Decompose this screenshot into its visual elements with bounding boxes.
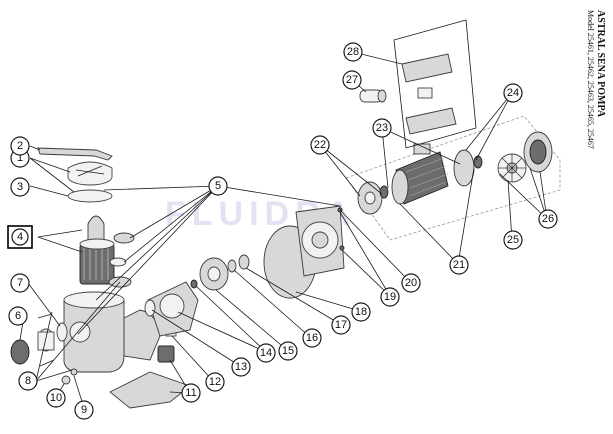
- part-diffuser-oring: [144, 299, 156, 317]
- callout-6: 6: [8, 306, 28, 326]
- callout-16: 16: [302, 328, 322, 348]
- model-list: Model 25461, 25462, 25463, 25465, 25467: [586, 10, 595, 149]
- callout-27: 27: [342, 70, 362, 90]
- svg-text:6: 6: [15, 310, 21, 322]
- svg-text:17: 17: [335, 319, 347, 331]
- callout-9: 9: [74, 400, 94, 420]
- brand-title: ASTRAL SENA POMPA: [595, 10, 606, 118]
- callout-20: 20: [401, 273, 421, 293]
- callout-28: 28: [343, 42, 363, 62]
- part-motor-front: [357, 181, 383, 215]
- svg-text:22: 22: [314, 139, 326, 151]
- svg-text:24: 24: [507, 87, 519, 99]
- part-motor-body: [391, 143, 449, 205]
- svg-text:21: 21: [453, 259, 465, 271]
- part-union-nut: [113, 232, 135, 244]
- part-rear-bearing: [473, 155, 483, 169]
- callout-2: 2: [10, 136, 30, 156]
- callout-19: 19: [380, 287, 400, 307]
- part-oring-7: [56, 322, 68, 342]
- part-lid-oring: [67, 189, 113, 203]
- callout-15: 15: [278, 341, 298, 361]
- part-foot: [157, 345, 175, 363]
- header-vertical: ASTRAL SENA POMPA Model 25461, 25462, 25…: [586, 10, 606, 149]
- callout-4: 4: [7, 225, 33, 249]
- callout-7: 7: [10, 273, 30, 293]
- callout-10: 10: [46, 388, 66, 408]
- svg-text:3: 3: [17, 181, 23, 193]
- callout-3: 3: [10, 177, 30, 197]
- part-capacitor: [359, 89, 387, 103]
- part-union-left: [10, 328, 55, 365]
- part-seal-16: [227, 259, 237, 273]
- callout-26: 26: [538, 209, 558, 229]
- part-basket: [79, 215, 115, 285]
- callout-13: 13: [231, 357, 251, 377]
- callout-17: 17: [331, 315, 351, 335]
- svg-text:10: 10: [50, 392, 62, 404]
- svg-text:1: 1: [17, 152, 23, 164]
- callout-21: 21: [449, 255, 469, 275]
- part-screws: [37, 313, 55, 367]
- svg-text:19: 19: [384, 291, 396, 303]
- part-terminal-box: [401, 53, 457, 135]
- callout-14: 14: [256, 343, 276, 363]
- svg-text:8: 8: [25, 375, 31, 387]
- part-diffuser: [147, 281, 199, 337]
- part-bolt: [339, 245, 345, 251]
- svg-text:4: 4: [17, 231, 23, 243]
- svg-text:26: 26: [542, 213, 554, 225]
- svg-text:11: 11: [185, 387, 196, 399]
- part-base: [109, 371, 191, 409]
- callout-12: 12: [205, 372, 225, 392]
- svg-text:5: 5: [215, 180, 221, 192]
- callout-23: 23: [372, 118, 392, 138]
- svg-text:25: 25: [507, 234, 519, 246]
- svg-text:18: 18: [355, 306, 367, 318]
- callout-5: 5: [208, 176, 228, 196]
- callout-22: 22: [310, 135, 330, 155]
- svg-text:27: 27: [346, 74, 358, 86]
- svg-text:23: 23: [376, 122, 388, 134]
- terminal-box-outline: [393, 19, 477, 149]
- callout-24: 24: [503, 83, 523, 103]
- callout-18: 18: [351, 302, 371, 322]
- part-lid: [67, 161, 113, 186]
- callout-4-highlight-box: [7, 225, 33, 249]
- part-seal-plate: [295, 205, 345, 277]
- callout-25: 25: [503, 230, 523, 250]
- part-impeller: [199, 257, 229, 291]
- part-drain-plug: [61, 375, 71, 385]
- svg-text:7: 7: [17, 277, 23, 289]
- part-spanner: [37, 147, 113, 161]
- part-seal-17: [238, 254, 250, 270]
- svg-text:28: 28: [347, 46, 359, 58]
- svg-text:2: 2: [17, 140, 23, 152]
- svg-text:15: 15: [282, 345, 294, 357]
- part-bearing: [379, 185, 389, 199]
- part-fan-cover: [523, 131, 553, 173]
- part-drain-oring: [70, 368, 78, 376]
- svg-text:12: 12: [209, 376, 221, 388]
- part-fan: [497, 153, 527, 183]
- part-union-oring: [109, 257, 127, 267]
- svg-text:13: 13: [235, 361, 247, 373]
- callout-11: 11: [181, 383, 201, 403]
- svg-text:9: 9: [81, 404, 87, 416]
- part-motor-rear-cover: [453, 149, 475, 187]
- svg-text:14: 14: [260, 347, 272, 359]
- svg-text:16: 16: [306, 332, 318, 344]
- part-impeller-washer: [190, 279, 198, 289]
- svg-text:20: 20: [405, 277, 417, 289]
- callout-8: 8: [18, 371, 38, 391]
